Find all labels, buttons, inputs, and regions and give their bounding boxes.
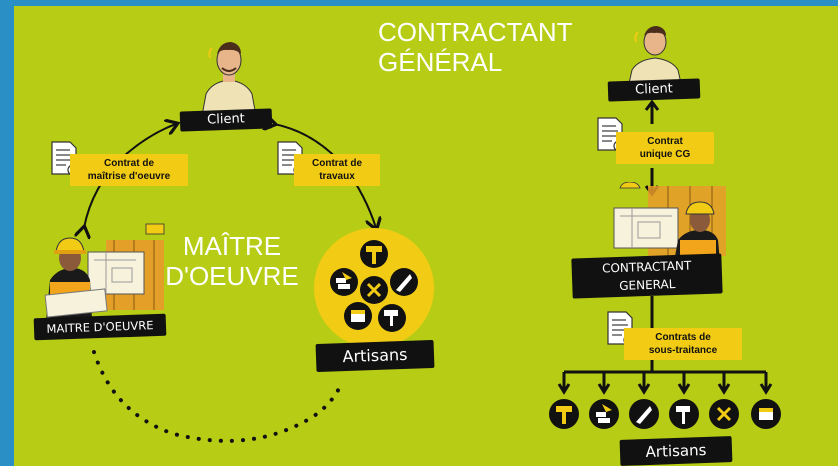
saw-icon xyxy=(629,399,659,429)
trowel-bricks-icon xyxy=(589,399,619,429)
saw-icon xyxy=(390,268,418,296)
contract-cg-tag: Contrat unique CG xyxy=(616,132,714,164)
artisans-label-right: Artisans xyxy=(619,436,733,466)
hammer-icon xyxy=(549,399,579,429)
diagram-canvas: CONTRACTANT GÉNÉRAL MAÎTRE D'OEUVRE Clie… xyxy=(14,6,838,466)
title-contractant-general: CONTRACTANT GÉNÉRAL xyxy=(378,17,573,77)
artisans-tools-row xyxy=(549,399,781,429)
paint-roller-icon xyxy=(669,399,699,429)
pliers-icon xyxy=(709,399,739,429)
contractant-general-label: CONTRACTANT GENERAL xyxy=(571,253,723,299)
contract-moe-tag: Contrat de maîtrise d'oeuvre xyxy=(70,154,188,186)
hammer-icon xyxy=(360,240,388,268)
artisans-tools-icons xyxy=(330,240,418,332)
paint-bucket-icon xyxy=(751,399,781,429)
maitre-doeuvre-label: MAITRE D'OEUVRE xyxy=(33,313,167,341)
artisans-label-left: Artisans xyxy=(315,339,435,373)
client-person-icon xyxy=(201,42,257,116)
paint-roller-icon xyxy=(378,304,406,332)
paint-bucket-icon xyxy=(344,302,372,330)
maitre-doeuvre-worker-icon xyxy=(44,223,165,320)
pliers-icon xyxy=(360,276,388,304)
contract-sous-traitance-tag: Contrats de sous-traitance xyxy=(624,328,742,360)
trowel-bricks-icon xyxy=(330,268,358,296)
title-maitre-doeuvre: MAÎTRE D'OEUVRE xyxy=(165,231,299,291)
contract-travaux-tag: Contrat de travaux xyxy=(294,154,380,186)
contractant-general-worker-icon xyxy=(613,182,726,262)
